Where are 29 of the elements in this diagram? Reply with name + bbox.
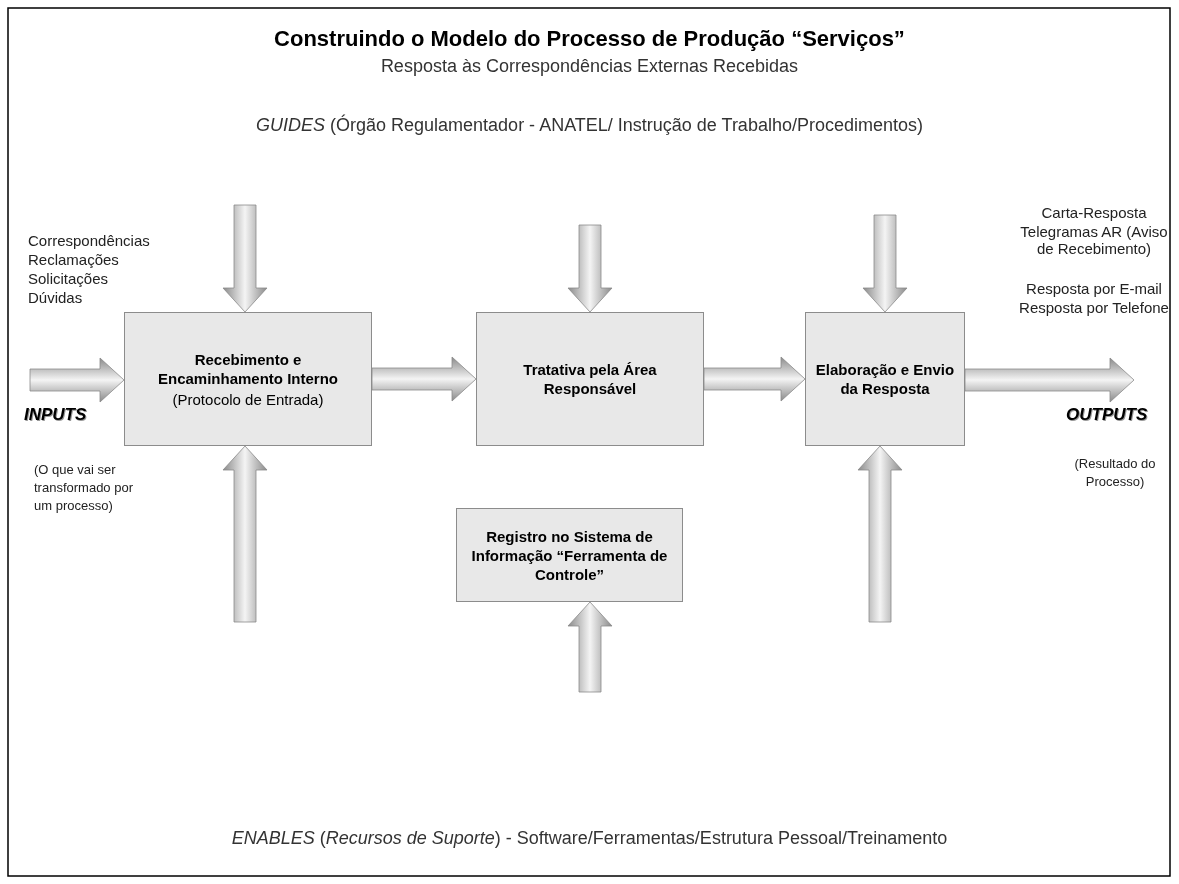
block-arrow bbox=[964, 357, 1135, 403]
block-arrow bbox=[857, 445, 903, 623]
block-arrow bbox=[371, 356, 477, 402]
block-arrow bbox=[703, 356, 806, 402]
enables-text: ENABLES (Recursos de Suporte) - Software/Ferramentas/Estrutura Pessoal/Treinamento bbox=[230, 830, 949, 847]
inputs-label: INPUTS bbox=[24, 406, 88, 423]
diagram-title: Construindo o Modelo do Processo de Produção “Serviços” bbox=[273, 26, 906, 52]
block-arrow bbox=[567, 224, 613, 313]
input-item: Reclamações bbox=[28, 251, 120, 268]
process-box: Registro no Sistema de Informação “Ferramenta de Controle” bbox=[456, 508, 683, 602]
block-arrow bbox=[567, 601, 613, 693]
outputs-label: OUTPUTS bbox=[1066, 406, 1149, 423]
process-box: Tratativa pela Área Responsável bbox=[476, 312, 704, 446]
block-arrow bbox=[222, 204, 268, 313]
input-item: Dúvidas bbox=[28, 289, 84, 306]
subtitle: Resposta às Correspondências Externas Recebidas bbox=[379, 58, 800, 75]
process-box: Elaboração e Envio da Resposta bbox=[805, 312, 965, 446]
process-box: Recebimento e Encaminhamento Interno (Protocolo de Entrada) bbox=[124, 312, 372, 446]
output-item: Resposta por E-mail bbox=[1025, 280, 1163, 297]
output-item: Telegramas AR (Aviso de Recebimento) bbox=[1019, 223, 1169, 257]
block-arrow bbox=[222, 445, 268, 623]
output-item: Resposta por Telefone bbox=[1018, 299, 1170, 316]
inputs-note: (O que vai ser transformado por um processo) bbox=[34, 461, 134, 515]
block-arrow bbox=[29, 357, 125, 403]
outputs-note: (Resultado do Processo) bbox=[1073, 455, 1157, 491]
input-item: Solicitações bbox=[28, 270, 110, 287]
input-item: Correspondências bbox=[28, 232, 151, 249]
block-arrow bbox=[862, 214, 908, 313]
output-item: Carta-Resposta bbox=[1040, 204, 1148, 221]
